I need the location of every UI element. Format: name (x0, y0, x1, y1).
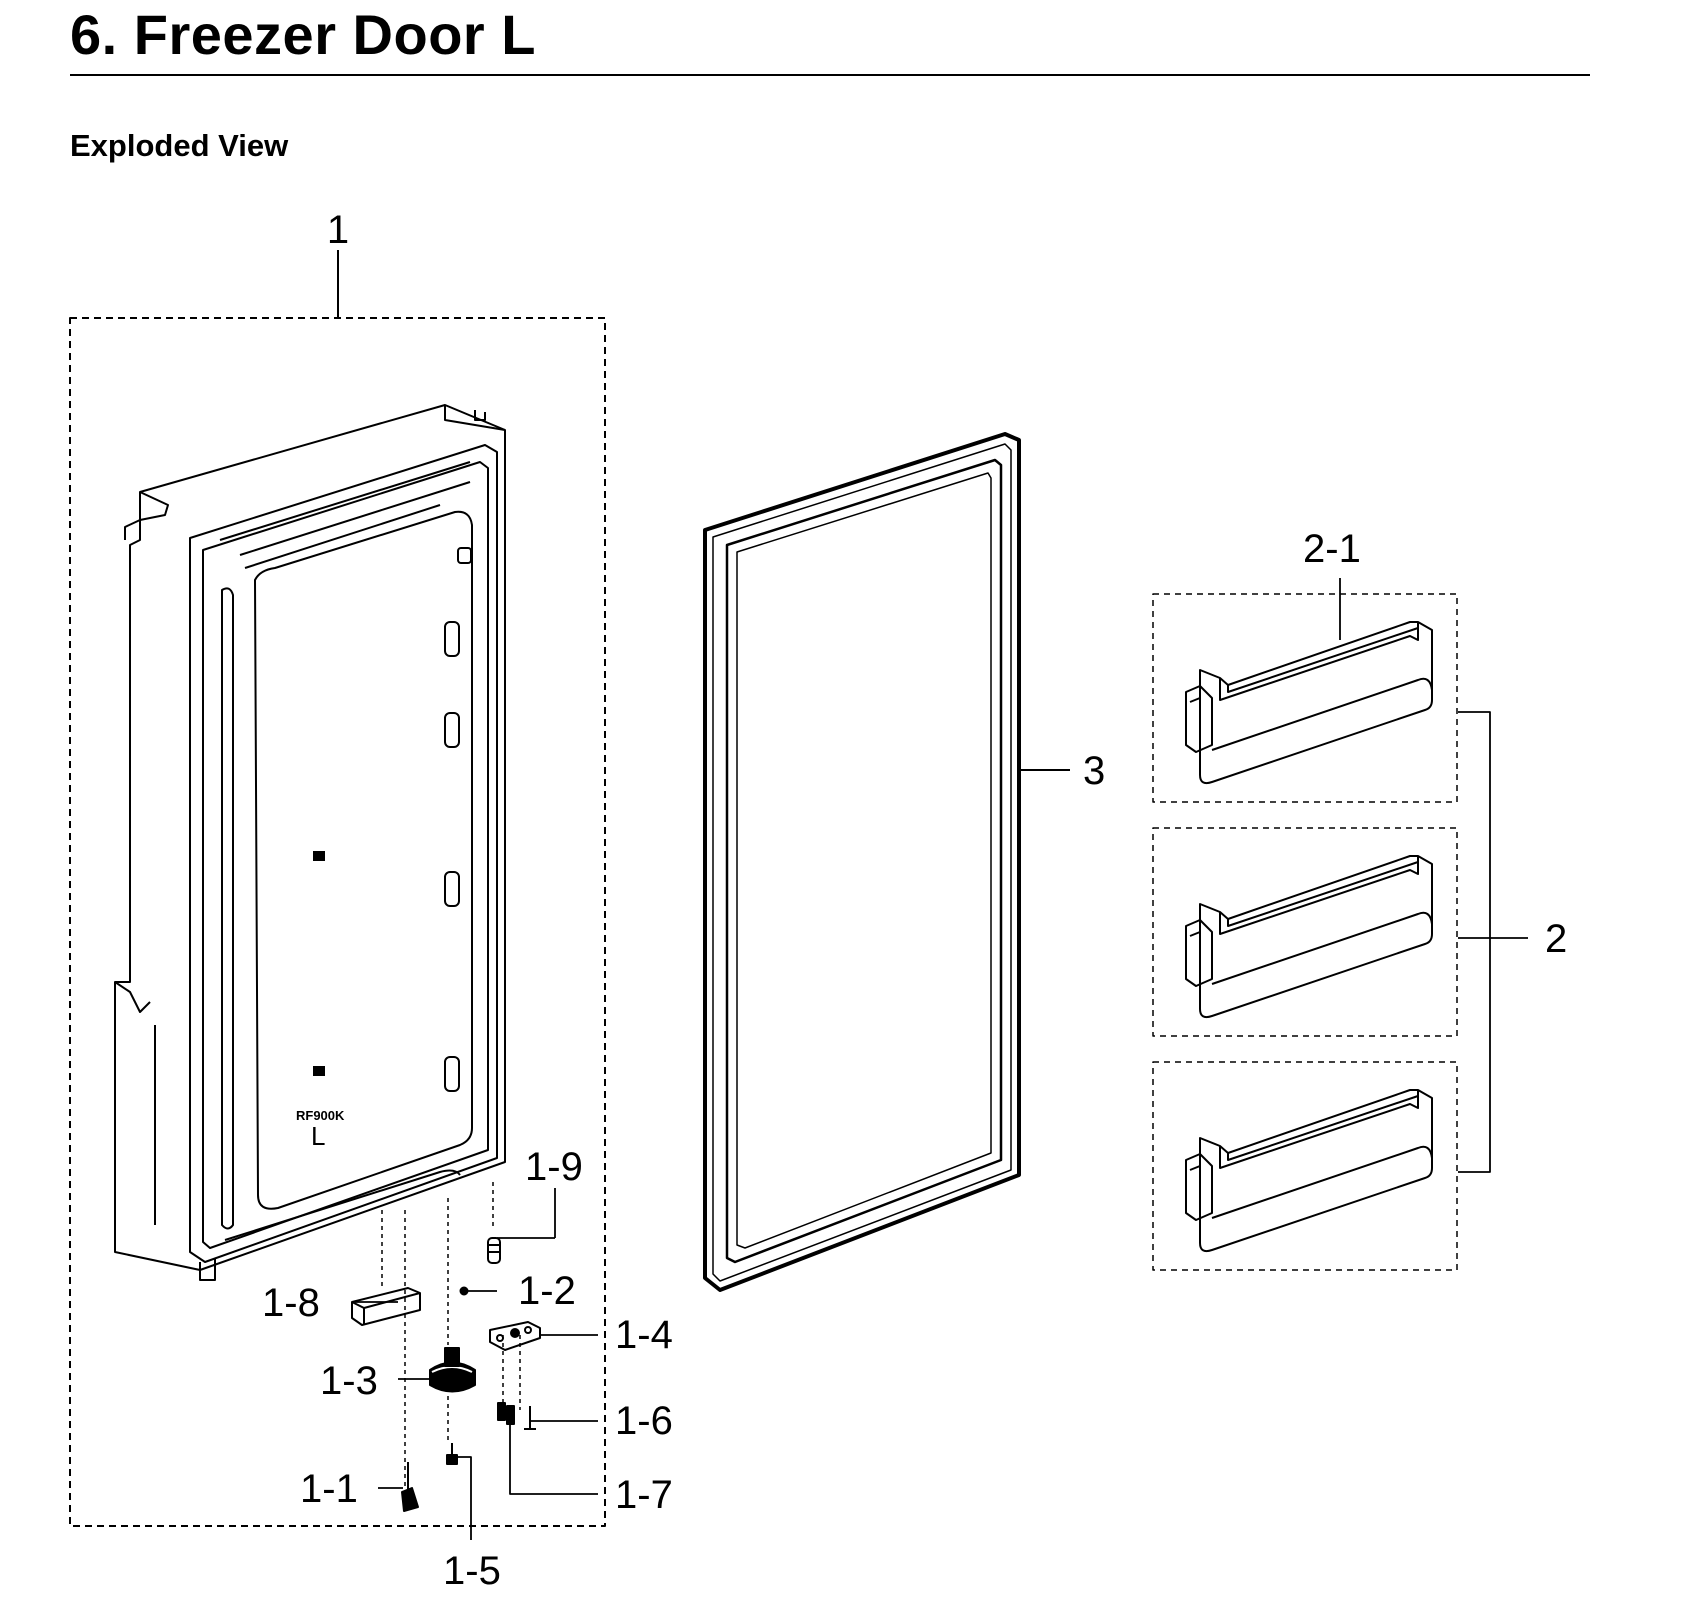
page-title: 6. Freezer Door L (70, 3, 536, 66)
callout-1-2: 1-2 (518, 1269, 576, 1313)
callout-1-4: 1-4 (615, 1313, 673, 1357)
bin-assembly-boundary (1152, 593, 1458, 1271)
door-bin-top (1185, 621, 1433, 785)
marking-badge-upper (313, 851, 325, 861)
freezer-door-body (114, 404, 506, 1281)
callout-3: 3 (1083, 749, 1105, 793)
part-1-8-bracket (351, 1287, 421, 1326)
leader-1-5 (455, 1456, 472, 1540)
title-divider (70, 74, 1590, 76)
door-side-marking: L (311, 1121, 325, 1151)
callout-2-1: 2-1 (1303, 527, 1361, 571)
callout-1: 1 (327, 208, 349, 252)
callout-2: 2 (1545, 917, 1567, 961)
door-bin-bottom (1185, 1089, 1433, 1253)
part-1-9-spring (487, 1237, 501, 1264)
callout-1-9: 1-9 (525, 1145, 583, 1189)
assembly-1-boundary (69, 250, 606, 1527)
part-1-2-washer (459, 1286, 469, 1296)
part-1-7-screws (497, 1402, 515, 1425)
callout-1-7: 1-7 (615, 1473, 673, 1517)
part-1-4-hinge-plate (489, 1321, 541, 1351)
door-model-marking: RF900K (296, 1108, 345, 1123)
part-1-6-screw (524, 1406, 536, 1430)
callout-1-8: 1-8 (262, 1281, 320, 1325)
callout-1-3: 1-3 (320, 1359, 378, 1403)
callout-1-5: 1-5 (443, 1549, 501, 1593)
part-1-1-cap (401, 1462, 419, 1512)
door-gasket (703, 432, 1070, 1292)
leader-1-7 (509, 1425, 598, 1495)
door-bin-middle (1185, 855, 1433, 1019)
callout-1-1: 1-1 (300, 1467, 358, 1511)
part-1-3-hinge-cam (429, 1347, 476, 1393)
leader-2-bracket (1458, 711, 1491, 1173)
marking-badge-lower (313, 1066, 325, 1076)
part-1-5-screw (446, 1443, 458, 1465)
section-heading: Exploded View (70, 128, 289, 163)
callout-1-6: 1-6 (615, 1399, 673, 1443)
